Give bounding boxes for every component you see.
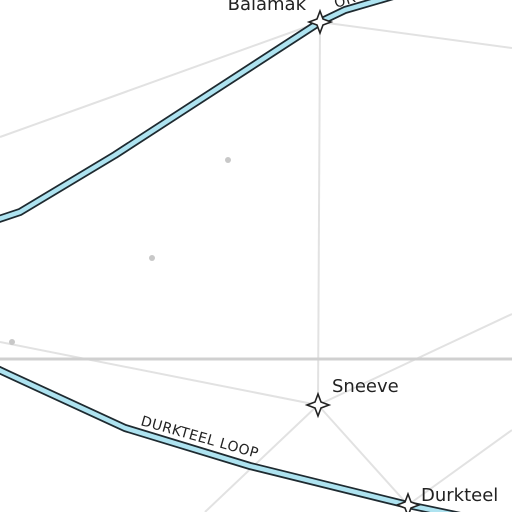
route-label-upper: OR (332, 0, 358, 12)
place-sneeve[interactable]: Sneeve (304, 376, 399, 419)
route-upper-fill (0, 0, 388, 222)
grid-line (204, 404, 319, 512)
minor-point (9, 339, 15, 345)
place-balamak[interactable]: Balamak (228, 0, 334, 36)
minor-point (149, 255, 155, 261)
four-point-star-icon (306, 8, 334, 36)
grid-line (317, 404, 409, 506)
route-upper[interactable] (0, 0, 400, 223)
grid-line (0, 21, 321, 138)
place-label-sneeve: Sneeve (332, 376, 399, 397)
route-loop-fill (0, 367, 453, 512)
grid-line (319, 21, 512, 49)
route-label-upper-text: OR (332, 0, 357, 12)
grid-line (0, 341, 319, 406)
minor-points (9, 157, 231, 345)
background-lines (0, 21, 512, 512)
four-point-star-icon (394, 491, 422, 512)
minor-point (225, 157, 231, 163)
place-label-balamak: Balamak (228, 0, 307, 15)
place-durkteel[interactable]: Durkteel (394, 485, 498, 512)
grid-line (407, 429, 512, 506)
four-point-star-icon (304, 391, 332, 419)
place-label-durkteel: Durkteel (421, 485, 498, 506)
route-durkteel-loop[interactable] (0, 365, 470, 512)
grid-line (317, 21, 321, 406)
